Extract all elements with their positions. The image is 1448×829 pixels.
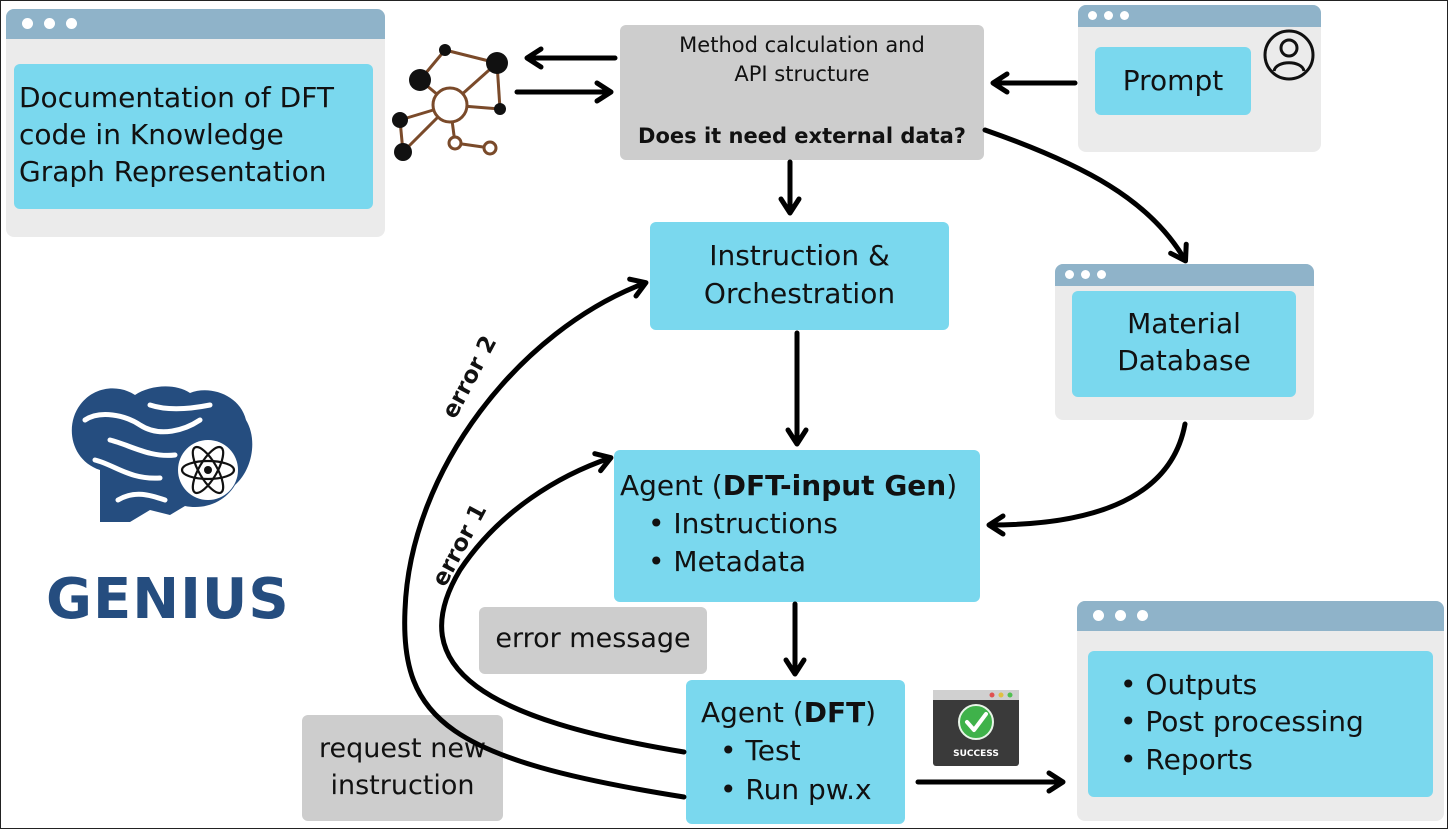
agent-input-suffix: ) [946, 469, 958, 502]
method-box [620, 25, 984, 160]
method-question: Does it need external data? [638, 124, 966, 148]
method-line-2: API structure [734, 62, 870, 86]
documentation-line-2: code in Knowledge [19, 118, 284, 151]
error-message-box [479, 607, 707, 674]
agent-dft-item-2: • Run pw.x [720, 773, 872, 806]
outputs-item-3: • Reports [1120, 743, 1253, 776]
material-db-box [1072, 291, 1296, 397]
agent-dft-title: Agent (DFT) [701, 694, 876, 732]
arrows [402, 46, 1189, 800]
documentation-line-3: Graph Representation [19, 155, 327, 188]
window-titlebar [1055, 264, 1314, 286]
window-dot [44, 18, 55, 29]
agent-dft-prefix: Agent ( [701, 696, 804, 729]
outputs-box [1088, 651, 1433, 797]
user-icon [1263, 29, 1315, 81]
window-dot [1137, 610, 1148, 621]
window-dot [1081, 270, 1090, 279]
window-dot [22, 18, 33, 29]
window-dot [1120, 11, 1129, 20]
agent-input-prefix: Agent ( [620, 469, 723, 502]
arrow-method-to-database [982, 127, 1189, 264]
instruction-line-2: Orchestration [703, 277, 896, 310]
agent-input-item-1: • Instructions [648, 507, 838, 540]
window-dot [1093, 610, 1104, 621]
request-new-box [302, 715, 503, 821]
outputs-item-2: • Post processing [1120, 705, 1364, 738]
arrow-database-to-agent-input [986, 421, 1188, 537]
agent-dft-box [686, 680, 905, 824]
material-db-line-1: Material [1127, 307, 1241, 340]
agent-input-box [614, 450, 980, 602]
window-dot [1104, 11, 1113, 20]
window-dot [1115, 610, 1126, 621]
window-dot [66, 18, 77, 29]
success-badge-label: SUCCESS [953, 749, 999, 759]
window-dot [1088, 11, 1097, 20]
outputs-item-1: • Outputs [1120, 668, 1258, 701]
genius-logo-text: GENIUS [46, 567, 290, 632]
agent-dft-bold: DFT [803, 696, 866, 729]
window-titlebar [1077, 601, 1444, 631]
genius-brain-icon [71, 386, 253, 522]
instruction-box [650, 222, 949, 330]
error-2-label: error 2 [437, 332, 502, 423]
documentation-box [14, 64, 373, 209]
method-line-1: Method calculation and [679, 33, 925, 57]
success-badge-icon: SUCCESS [933, 690, 1019, 766]
knowledge-graph-icon [392, 44, 508, 161]
agent-dft-item-1: • Test [720, 734, 801, 767]
agent-input-item-2: • Metadata [648, 545, 807, 578]
window-titlebar [1078, 5, 1321, 27]
documentation-line-1: Documentation of DFT [19, 81, 334, 114]
request-new-line-2: instruction [330, 770, 475, 801]
agent-input-bold: DFT-input Gen [722, 469, 947, 502]
arrow-error-2 [402, 276, 687, 800]
instruction-line-1: Instruction & [709, 239, 890, 272]
window-dot [1065, 270, 1074, 279]
prompt-label: Prompt [1122, 64, 1224, 97]
arrow-error-1 [439, 451, 687, 755]
prompt-box [1095, 47, 1251, 115]
agent-input-title: Agent (DFT-input Gen) [620, 467, 957, 505]
agent-dft-suffix: ) [865, 696, 877, 729]
window-titlebar [6, 9, 385, 39]
window-dot [1097, 270, 1106, 279]
material-db-line-2: Database [1117, 344, 1251, 377]
error-message-label: error message [495, 623, 691, 654]
error-1-label: error 1 [427, 500, 492, 591]
request-new-line-1: request new [318, 733, 487, 764]
